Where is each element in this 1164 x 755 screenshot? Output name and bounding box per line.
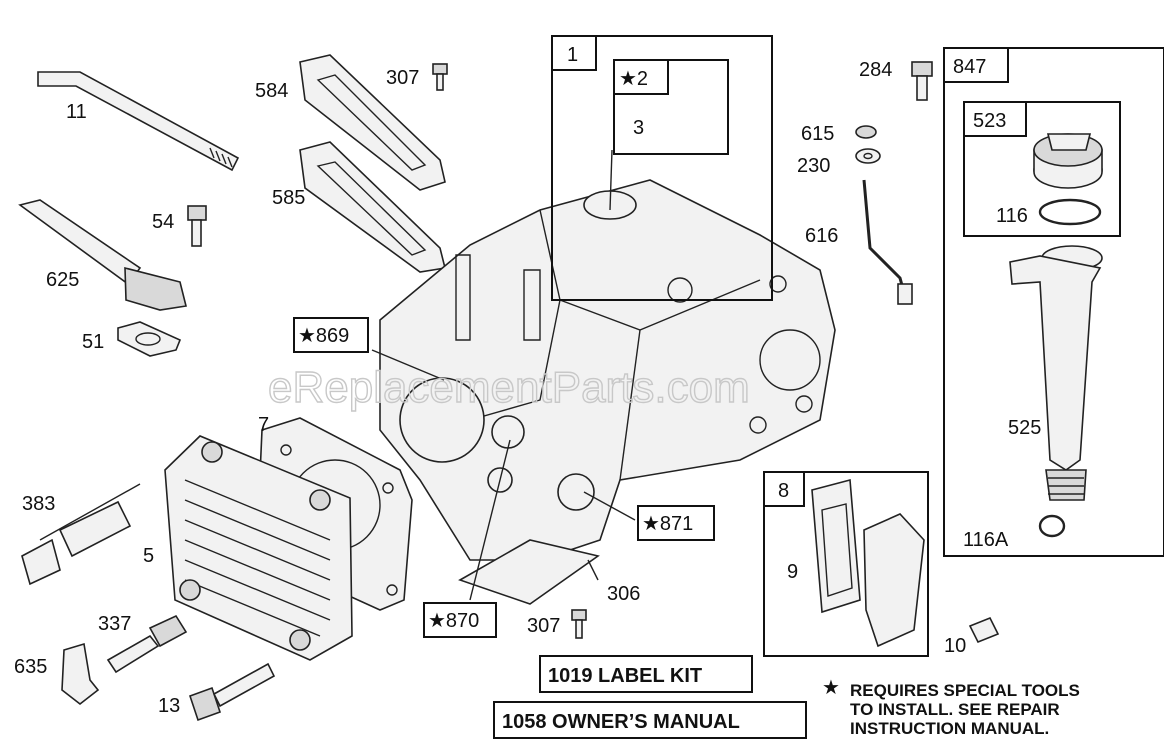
label-5[interactable]: 5	[143, 545, 154, 567]
callout-labels: 11 584 307 54 585 625 51 ★869 7 383 5 33…	[14, 44, 1041, 717]
label-7[interactable]: 7	[258, 414, 269, 436]
frame-870	[423, 602, 497, 638]
part-54-bolt[interactable]	[187, 205, 207, 247]
star-icon: ★	[822, 677, 840, 699]
label-585[interactable]: 585	[272, 187, 305, 209]
part-635-boot[interactable]	[61, 642, 100, 706]
note-line-3: INSTRUCTION MANUAL.	[850, 719, 1049, 738]
part-523-dipstick-cap[interactable]	[1033, 133, 1103, 189]
label-615[interactable]: 615	[801, 123, 834, 145]
owners-manual-1058[interactable]: 1058 OWNER’S MANUAL	[502, 711, 740, 733]
part-284-screw[interactable]	[911, 61, 933, 101]
part-306-plate[interactable]	[458, 539, 600, 605]
label-1[interactable]: 1	[567, 44, 578, 66]
label-kit-1019[interactable]: 1019 LABEL KIT	[548, 665, 702, 687]
label-869[interactable]: ★869	[298, 325, 349, 347]
label-3[interactable]: 3	[633, 117, 644, 139]
part-230-washer[interactable]	[855, 148, 881, 164]
frame-847	[943, 47, 1164, 557]
part-525-dipstick-tube[interactable]	[1009, 245, 1103, 501]
label-616[interactable]: 616	[805, 225, 838, 247]
part-10-plug[interactable]	[968, 616, 1000, 644]
part-116-oring[interactable]	[1038, 198, 1102, 226]
part-625-breather[interactable]	[18, 199, 187, 311]
part-383-lever[interactable]	[21, 483, 141, 586]
label-116a[interactable]: 116A	[963, 529, 1009, 551]
frame-523	[963, 101, 1121, 237]
label-870[interactable]: ★870	[428, 610, 479, 632]
frame-owners-manual	[493, 701, 807, 739]
label-51[interactable]: 51	[82, 331, 104, 353]
leader-lines	[371, 149, 636, 601]
watermark: eReplacementParts.com	[268, 363, 750, 412]
part-9-gasket[interactable]	[811, 478, 861, 614]
label-54[interactable]: 54	[152, 211, 174, 233]
frame-1	[551, 35, 773, 301]
label-8[interactable]: 8	[778, 480, 789, 502]
part-584-gasket[interactable]	[299, 54, 446, 191]
label-11[interactable]: 11	[66, 101, 87, 123]
part-307-screw-top[interactable]	[432, 63, 448, 91]
label-284[interactable]: 284	[859, 59, 892, 81]
part-9-cover[interactable]	[863, 513, 925, 648]
special-tools-note: ★ REQUIRES SPECIAL TOOLS TO INSTALL. SEE…	[822, 677, 1080, 738]
label-847[interactable]: 847	[953, 56, 986, 78]
label-230[interactable]: 230	[797, 155, 830, 177]
part-615-nut[interactable]	[855, 125, 877, 139]
label-625[interactable]: 625	[46, 269, 79, 291]
frame-label-kit	[539, 655, 753, 693]
frame-871	[637, 505, 715, 541]
label-10[interactable]: 10	[944, 635, 966, 657]
part-51-gasket[interactable]	[117, 321, 182, 357]
label-635[interactable]: 635	[14, 656, 47, 678]
part-116a-oring[interactable]	[1038, 514, 1066, 538]
label-116[interactable]: 116	[996, 205, 1028, 227]
label-584[interactable]: 584	[255, 80, 288, 102]
label-383[interactable]: 383	[22, 493, 55, 515]
crankcase-block[interactable]	[379, 179, 836, 561]
label-13[interactable]: 13	[158, 695, 180, 717]
part-337-spark-plug[interactable]	[106, 614, 188, 674]
frame-869	[293, 317, 369, 353]
note-line-1: REQUIRES SPECIAL TOOLS	[850, 681, 1080, 700]
label-9[interactable]: 9	[787, 561, 798, 583]
label-2[interactable]: ★2	[619, 68, 648, 90]
part-13-bolt[interactable]	[188, 662, 276, 722]
part-307-screw-bottom[interactable]	[571, 609, 587, 639]
label-871[interactable]: ★871	[642, 513, 693, 535]
label-525[interactable]: 525	[1008, 417, 1041, 439]
label-306[interactable]: 306	[607, 583, 640, 605]
part-5-cylinder-head[interactable]	[164, 435, 353, 661]
label-523[interactable]: 523	[973, 110, 1006, 132]
part-616-link[interactable]	[862, 179, 913, 305]
label-307-top[interactable]: 307	[386, 67, 419, 89]
frame-2	[613, 59, 729, 155]
label-307-bottom[interactable]: 307	[527, 615, 560, 637]
label-337[interactable]: 337	[98, 613, 131, 635]
note-line-2: TO INSTALL. SEE REPAIR	[850, 700, 1060, 719]
frame-8	[763, 471, 929, 657]
part-11-tube[interactable]	[37, 71, 240, 172]
